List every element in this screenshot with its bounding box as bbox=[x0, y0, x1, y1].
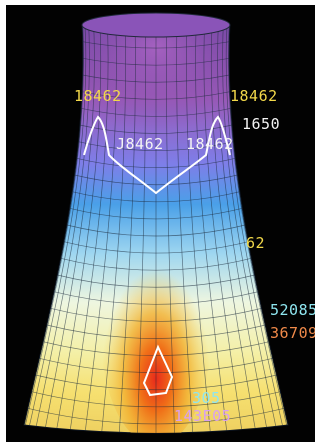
value-label-right-1650: 1650 bbox=[242, 115, 281, 133]
mesh-meridian bbox=[222, 25, 277, 428]
value-label-mid-left: J8462 bbox=[116, 135, 164, 153]
mesh-meridian bbox=[228, 25, 288, 426]
mesh-meridian bbox=[44, 26, 95, 430]
value-label-mid-right: 18462 bbox=[186, 135, 234, 153]
mesh-meridian bbox=[228, 25, 288, 426]
mesh-grid bbox=[24, 25, 288, 433]
mesh-meridian bbox=[55, 27, 102, 432]
mesh-meridian bbox=[210, 27, 257, 432]
value-label-left-top: 18462 bbox=[74, 87, 122, 105]
mesh-meridian bbox=[24, 25, 84, 426]
value-label-bottom-2: 143E05 bbox=[174, 407, 232, 425]
mesh-meridian bbox=[195, 29, 228, 433]
mesh-meridian bbox=[225, 25, 284, 427]
value-label-bottom-1: 305 bbox=[192, 389, 221, 407]
mesh-meridian bbox=[136, 30, 146, 433]
mesh-meridian bbox=[118, 30, 136, 433]
value-label-right-top: 18462 bbox=[230, 87, 278, 105]
mesh-meridian bbox=[28, 25, 87, 427]
mesh-meridian bbox=[84, 29, 117, 433]
visualization-screen: 18462 18462 1650 J8462 18462 62 52085 36… bbox=[6, 5, 315, 442]
value-label-right-lower-2: 36709 bbox=[270, 324, 315, 342]
shell-shading bbox=[24, 25, 288, 433]
mesh-meridian bbox=[203, 28, 243, 433]
mesh-meridian bbox=[176, 30, 194, 433]
top-rim bbox=[81, 12, 231, 38]
mesh-meridian bbox=[186, 29, 212, 433]
mesh-meridian bbox=[217, 26, 268, 430]
mesh-meridian bbox=[69, 28, 109, 433]
value-label-right-lower-1: 52085 bbox=[270, 301, 315, 319]
value-label-right-mid: 62 bbox=[246, 234, 266, 252]
mesh-meridian bbox=[35, 25, 90, 428]
flared-shell-surface-plot bbox=[23, 12, 289, 434]
mesh-meridian bbox=[166, 30, 176, 433]
contour-line-upper bbox=[83, 115, 231, 195]
mesh-meridian bbox=[100, 29, 126, 433]
contour-line-lower bbox=[142, 344, 174, 397]
